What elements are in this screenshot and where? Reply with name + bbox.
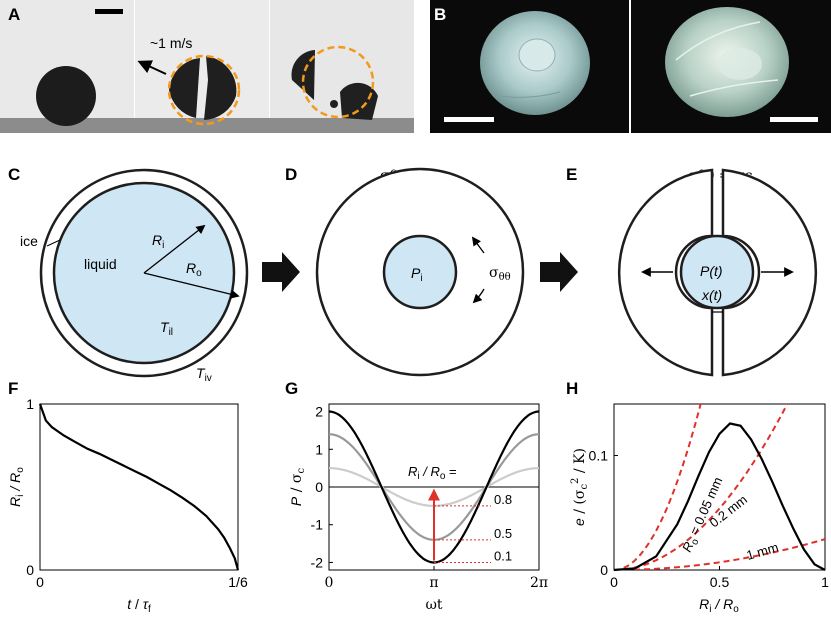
chart-g: G 0 π 2π 2 1 0 -1 -2 0.8 0.5 0.1 Ri / Ro = P / σc… — [285, 379, 548, 613]
chart-f: F 0 1/6 0 1 Ri / Ro t / τf — [7, 379, 248, 615]
speed-label: ~1 m/s — [150, 35, 192, 51]
droplet-core — [518, 38, 556, 72]
x-tick-label: 1/6 — [228, 574, 248, 590]
radius-ri-arrow — [143, 224, 206, 274]
crack — [675, 21, 779, 97]
radius-ro-arrow — [143, 272, 240, 299]
panel-d-diagram: D σθθ < σc Pi σθθ — [285, 165, 525, 377]
pi-label: Pi — [411, 265, 423, 284]
droplet-fragment — [340, 82, 378, 120]
panel-label-e: E — [566, 165, 577, 184]
velocity-arrow — [137, 60, 167, 75]
dashed-label-1: 1 mm — [745, 540, 780, 563]
legend-value-0.8: 0.8 — [494, 492, 512, 507]
hoop-stress-arrow — [471, 236, 485, 254]
plot-frame — [39, 403, 239, 571]
y-tick-label: 0.1 — [589, 448, 609, 464]
dashed-curves — [614, 404, 825, 570]
x-axis-label: ωt — [425, 597, 442, 613]
droplet-fragment — [330, 100, 338, 108]
x-tick-label: π — [429, 575, 438, 591]
y-tick-label: -1 — [311, 517, 324, 533]
xt-label: x(t) — [701, 287, 722, 303]
dashed-outline — [301, 45, 375, 119]
x-tick-label: 0 — [610, 574, 618, 590]
panel-label-h: H — [566, 379, 578, 398]
x-tick-label: 0 — [36, 574, 44, 590]
tiv-label: Tiv — [196, 365, 212, 384]
scale-bar-a — [95, 9, 123, 14]
scale-bar-b2 — [770, 117, 818, 122]
sigma-label: σθθ — [489, 265, 511, 283]
y-tick-label: 0 — [26, 562, 34, 578]
crack — [499, 91, 561, 98]
pt-label: P(t) — [700, 263, 723, 279]
frame-2 — [135, 0, 269, 133]
surface — [0, 118, 414, 133]
panel-label-f: F — [8, 379, 18, 398]
y-tick-label: 1 — [26, 396, 34, 412]
x-axis-label: t / τf — [127, 596, 151, 615]
dashed-line-2 — [614, 538, 825, 570]
y-tick-label: -2 — [311, 554, 324, 570]
panel-a-photos: ~1 m/s A — [0, 0, 414, 133]
liquid-core — [382, 234, 458, 310]
panel-label-a: A — [8, 5, 20, 24]
panel-label-g: G — [285, 379, 298, 398]
panel-label-d: D — [285, 165, 297, 184]
legend-value-0.5: 0.5 — [494, 526, 512, 541]
droplet-core — [718, 48, 762, 80]
panel-label-c: C — [8, 165, 20, 184]
y-axis-label: P / σc — [288, 468, 307, 507]
y-axis-label: Ri / Ro — [7, 467, 26, 507]
hoop-stress-arrow — [472, 288, 485, 304]
x-tick-label: 1 — [821, 574, 829, 590]
x-tick-label: 0 — [325, 575, 334, 591]
legend-value-0.1: 0.1 — [494, 548, 512, 563]
series-line — [38, 403, 240, 571]
x-tick-label: 0.5 — [710, 574, 730, 590]
ro-label: Ro — [186, 260, 202, 279]
til-label: Til — [160, 319, 173, 338]
ice-label: ice — [20, 233, 38, 249]
y-tick-label: 0 — [315, 479, 323, 495]
legend-title: Ri / Ro = — [408, 464, 457, 482]
panel-e-diagram: E σθθ = σc P(t) x(t) — [566, 165, 818, 377]
ri-label: Ri — [152, 232, 164, 251]
panel-c-diagram: C ice liquid Ri Ro Til Tiv — [8, 165, 249, 384]
droplet-fragment — [204, 56, 237, 120]
y-tick-label: 2 — [315, 404, 323, 420]
y-axis-label: e / (σc2 / K) — [570, 448, 590, 526]
dashed-line-1 — [614, 404, 789, 570]
x-axis-label: Ri / Ro — [699, 596, 739, 615]
process-arrow — [262, 252, 300, 292]
x-tick-label: 2π — [530, 575, 548, 591]
droplet-fragment — [169, 58, 200, 118]
panel-b-photos: B — [430, 0, 831, 133]
dashed-outline — [167, 54, 241, 126]
droplet-intact — [36, 66, 96, 126]
panel-label-b: B — [434, 5, 446, 24]
series-line — [613, 422, 826, 572]
y-tick-label: 1 — [315, 441, 323, 457]
process-arrow — [540, 252, 578, 292]
liquid-label: liquid — [84, 256, 117, 272]
y-tick-label: 0 — [600, 562, 608, 578]
liquid-core — [679, 234, 755, 310]
ice-leader — [46, 239, 61, 247]
scale-bar-b1 — [444, 117, 494, 122]
